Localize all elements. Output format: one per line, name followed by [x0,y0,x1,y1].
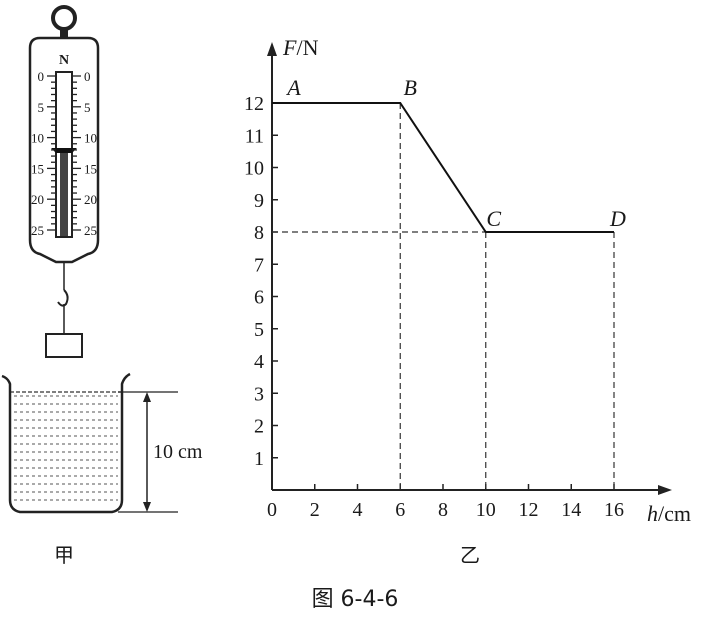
figure-caption: 图 6-4-6 [312,587,399,612]
x-tick-label: 10 [476,499,496,521]
water-surface-lines [10,391,122,501]
y-tick-label: 12 [244,93,264,115]
caption-jia: 甲 [54,543,74,567]
x-ticks: 0 2 4 6 8 10 12 14 16 [267,484,624,521]
scale-number-right: 10 [84,131,97,146]
spring-scale: N 0 5 10 15 20 25 0 5 10 15 20 25 [28,5,100,358]
point-label-A: A [285,75,301,100]
x-tick-label: 6 [395,499,405,521]
scale-number-left: 0 [38,69,45,84]
scale-ring-neck [60,28,68,38]
scale-number-right: 0 [84,69,91,84]
scale-numbers-left: 0 5 10 15 20 25 [31,69,44,238]
scale-number-left: 25 [31,223,44,238]
x-tick-label: 4 [353,499,363,521]
scale-ring [51,5,77,31]
scale-number-left: 20 [31,192,44,207]
scale-ticks [47,75,81,231]
scale-number-right: 25 [84,223,97,238]
y-tick-label: 5 [254,319,264,341]
y-tick-label: 11 [245,125,264,147]
hanging-block [45,333,83,358]
scale-rod [60,148,68,236]
scale-number-right: 20 [84,192,97,207]
point-label-D: D [609,206,626,231]
x-tick-label: 2 [310,499,320,521]
scale-number-left: 5 [38,100,45,115]
scale-number-left: 10 [31,131,44,146]
caption-yi: 乙 [460,543,480,567]
y-axis-label: F/N [282,35,319,60]
scale-number-left: 15 [31,161,44,176]
y-axis-arrow [267,42,277,56]
beaker: 10 cm 甲 [1,372,203,567]
scale-numbers-right: 0 5 10 15 20 25 [84,69,97,238]
x-axis-label: h/cm [647,501,691,526]
scale-unit-label: N [59,53,69,68]
y-tick-label: 3 [254,383,264,405]
point-label-B: B [404,75,417,100]
x-axis-arrow [658,485,672,495]
y-tick-label: 6 [254,287,264,309]
x-tick-label: 14 [561,499,581,521]
scale-pointer [51,148,77,153]
y-tick-label: 7 [254,254,264,276]
scale-hook [57,289,69,307]
y-tick-label: 10 [244,158,264,180]
data-series [272,102,614,233]
beaker-outline [1,372,131,514]
point-label-C: C [486,206,501,231]
y-tick-label: 9 [254,190,264,212]
scale-number-right: 15 [84,161,97,176]
y-tick-label: 1 [254,448,264,470]
x-tick-label: 16 [604,499,624,521]
scale-number-right: 5 [84,100,91,115]
point-labels: A B C D [285,75,626,231]
depth-arrow-bottom [143,502,151,512]
y-tick-label: 8 [254,222,264,244]
force-curve [272,102,614,233]
x-tick-label: 0 [267,499,277,521]
x-tick-label: 12 [519,499,539,521]
depth-arrow-top [143,392,151,402]
depth-label: 10 cm [153,441,203,463]
y-tick-label: 2 [254,416,264,438]
x-tick-label: 8 [438,499,448,521]
dashed-guides [272,103,615,490]
y-tick-label: 4 [254,351,264,373]
